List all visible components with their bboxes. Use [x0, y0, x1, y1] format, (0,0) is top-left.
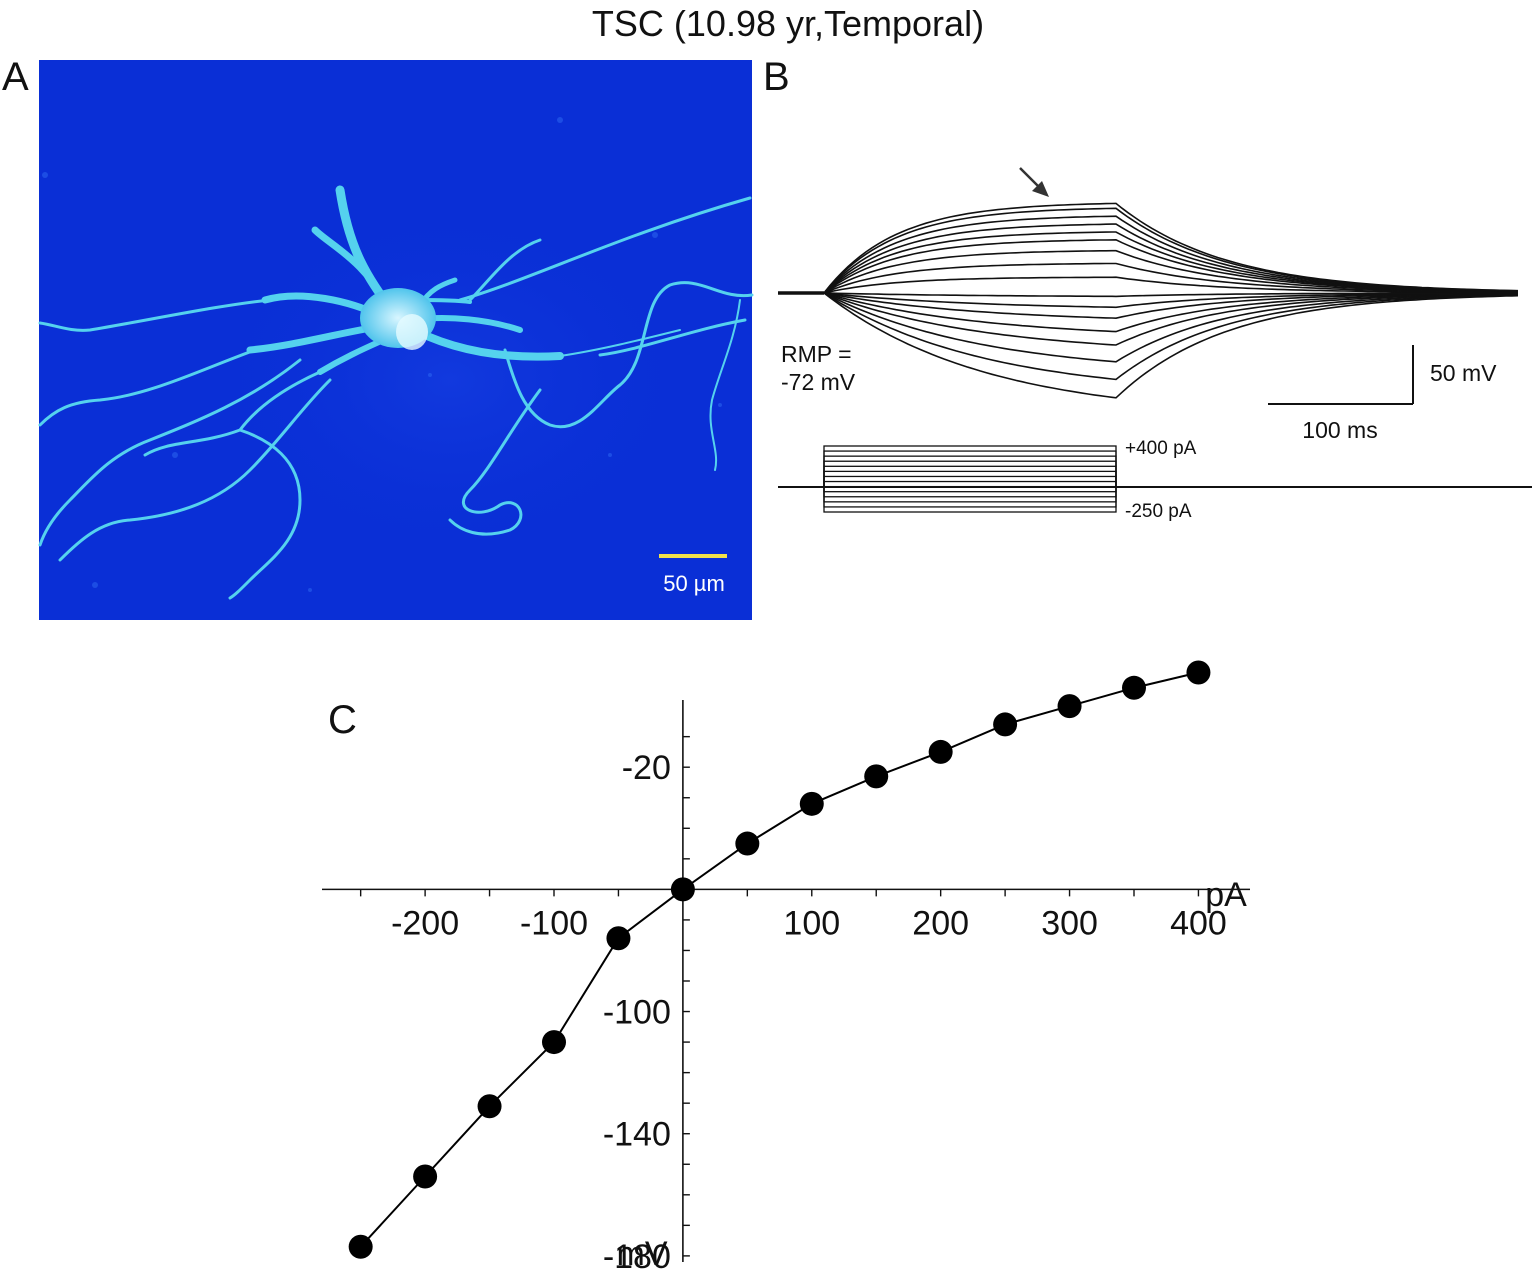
trace-scale-bars — [1268, 345, 1414, 405]
x-tick-label: 200 — [912, 904, 969, 942]
voltage-trace — [823, 292, 1519, 333]
x-axis-label: pA — [1205, 876, 1247, 914]
voltage-trace — [823, 292, 1518, 298]
iv-axes: -200 -100 100 200 300 400 -20 -100 -140 -180 — [322, 700, 1250, 1270]
current-step — [823, 486, 1117, 513]
sag-arrow-icon — [1019, 167, 1049, 197]
rmp-label-line2: -72 mV — [781, 369, 856, 395]
panel-b: B RMP = -72 mV 50 mV 100 ms +400 pA -250… — [763, 55, 1532, 522]
iv-data-point — [477, 1094, 502, 1119]
current-step — [823, 486, 1117, 503]
voltage-traces — [778, 202, 1519, 399]
stained-cell-soma-highlight — [396, 314, 428, 350]
iv-data-point — [1057, 694, 1082, 719]
x-tick-label: 100 — [783, 904, 840, 942]
figure-title: TSC (10.98 yr,Temporal) — [592, 3, 984, 44]
stim-min-label: -250 pA — [1125, 501, 1192, 522]
voltage-trace — [823, 262, 1518, 294]
voltage-trace — [823, 292, 1519, 346]
x-tick-label: -100 — [520, 904, 588, 942]
current-step — [823, 460, 1117, 488]
micrograph-glow — [200, 200, 700, 560]
iv-data-point — [348, 1234, 373, 1259]
panel-c: C -200 -100 100 200 300 400 -20 -100 -140 -180 pA… — [322, 660, 1250, 1270]
y-tick-label: -180 — [603, 1238, 671, 1270]
iv-data-point — [1122, 675, 1146, 700]
micrograph-scale-label: 50 µm — [663, 571, 725, 596]
voltage-trace — [823, 238, 1519, 294]
iv-data-point — [542, 1030, 566, 1055]
y-tick-label: -140 — [603, 1116, 671, 1154]
scale-voltage-label: 50 mV — [1430, 360, 1497, 386]
x-tick-label: -200 — [391, 904, 459, 942]
scale-time-label: 100 ms — [1302, 417, 1377, 443]
panel-b-letter: B — [763, 55, 790, 99]
iv-data-point — [735, 831, 760, 856]
rmp-label-line1: RMP = — [781, 341, 852, 367]
iv-data-point — [670, 877, 695, 902]
voltage-trace — [823, 292, 1519, 399]
iv-data-point — [928, 739, 953, 764]
current-steps — [823, 445, 1117, 513]
panel-a: A — [2, 55, 754, 620]
iv-data-point — [606, 926, 631, 951]
rmp-annotation: RMP = -72 mV — [781, 341, 856, 395]
voltage-trace — [823, 215, 1519, 294]
iv-data-point — [799, 791, 824, 816]
panel-a-letter: A — [2, 55, 29, 99]
voltage-trace — [823, 223, 1519, 294]
current-step — [823, 470, 1117, 488]
y-tick-label: -100 — [603, 994, 671, 1032]
iv-curve-line — [359, 671, 1199, 1248]
micrograph-background-specks — [42, 117, 722, 592]
iv-data-point — [993, 712, 1018, 737]
voltage-trace — [823, 276, 1518, 294]
voltage-trace — [823, 202, 1519, 294]
y-axis-label: mV — [617, 1235, 668, 1270]
iv-data-point — [1186, 660, 1211, 685]
voltage-trace — [823, 292, 1519, 363]
stim-max-label: +400 pA — [1125, 438, 1197, 459]
voltage-trace — [823, 292, 1519, 381]
x-tick-label: 400 — [1170, 904, 1227, 942]
iv-series — [348, 660, 1211, 1259]
panel-c-letter: C — [328, 698, 357, 742]
x-tick-label: 300 — [1041, 904, 1098, 942]
y-tick-label: -20 — [622, 749, 671, 787]
iv-data-point — [864, 764, 889, 789]
iv-data-point — [413, 1164, 438, 1189]
